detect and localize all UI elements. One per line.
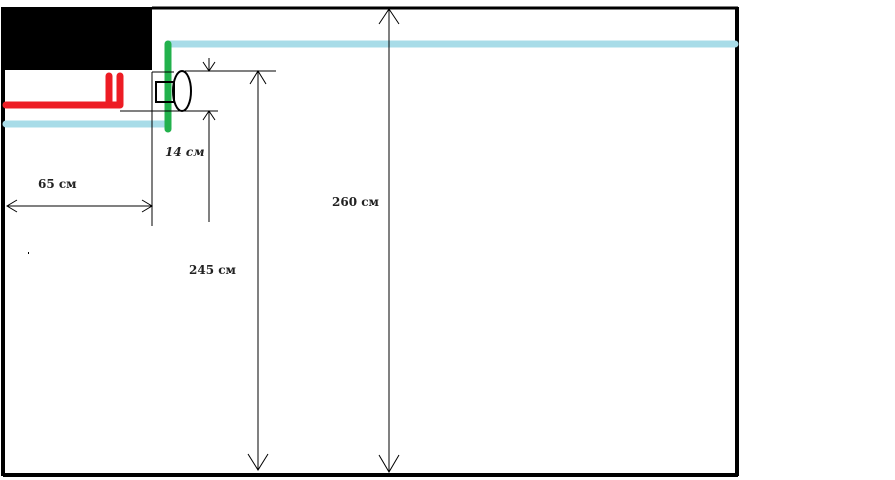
dim-260-arrow-top [378, 8, 400, 25]
dim-14-arrow-upper [202, 61, 216, 72]
valve-ellipse [172, 70, 192, 112]
dimension-lines [6, 8, 400, 473]
label-245cm: 245 см [189, 263, 237, 277]
label-260cm: 260 см [332, 195, 380, 209]
dim-65-arrow-right [141, 199, 153, 213]
label-65cm: 65 см [38, 177, 77, 191]
hot-pipe [2, 72, 124, 109]
stray-dot [28, 252, 29, 254]
pipes [2, 40, 739, 133]
dim-14-arrow-lower [202, 110, 216, 121]
dim-245-arrow-top [249, 70, 267, 85]
dim-245-arrow-bottom [247, 453, 269, 471]
dim-260-arrow-bottom [378, 454, 400, 473]
room-outline [1, 6, 739, 477]
dim-65-arrow-left [6, 199, 18, 213]
black-block [3, 7, 152, 70]
label-14cm: 14 см [165, 145, 205, 159]
